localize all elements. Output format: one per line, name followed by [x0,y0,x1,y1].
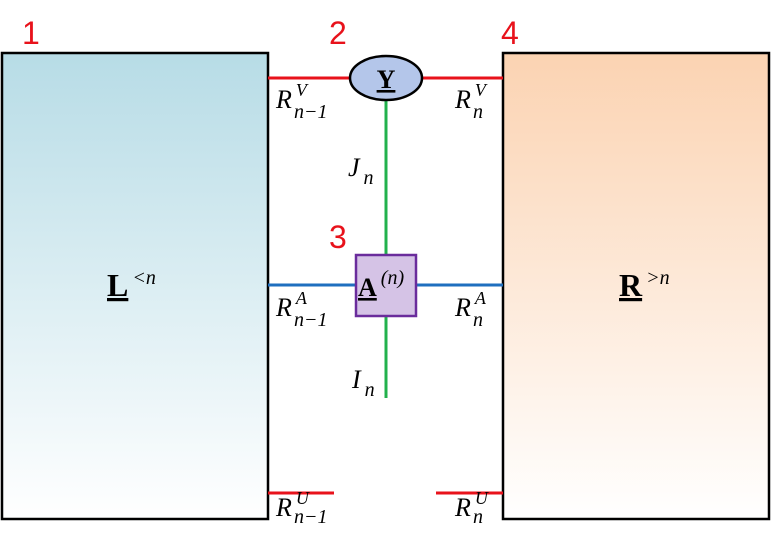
label-number-1: 1 [22,15,40,51]
label-rv-right: R V n [454,80,490,123]
label-ra-right-sub: n [473,309,483,331]
right-block-symbol: R [619,267,643,303]
label-rv-left: R V n−1 [275,80,328,123]
label-ru-left-base: R [275,493,292,522]
right-block-superscript: >n [646,267,670,289]
node-y [348,54,424,102]
node-y-label: Y [377,65,396,94]
label-j-sub: n [364,167,374,189]
label-ru-left: R U n−1 [275,488,328,528]
label-rv-left-sup: V [296,80,309,100]
label-number-3: 3 [329,219,347,255]
label-ru-right-sup: U [475,488,489,508]
label-ra-right: R A n [454,288,490,331]
label-ra-right-sup: A [474,288,487,308]
label-rv-right-sub: n [473,101,483,123]
left-block-label: L <n [107,267,156,303]
left-block-symbol: L [107,267,128,303]
node-a-symbol: A [358,273,377,302]
label-number-4: 4 [501,15,519,51]
label-ru-right: R U n [454,488,492,528]
node-a [354,253,418,318]
label-ra-left-base: R [275,293,292,322]
label-ru-left-sub: n−1 [294,506,328,528]
label-rv-right-base: R [454,85,471,114]
label-ru-right-sub: n [473,506,483,528]
label-i-base: I [351,365,362,394]
label-number-2: 2 [329,15,347,51]
label-rv-right-sup: V [475,80,488,100]
node-a-superscript: (n) [381,267,405,289]
node-a-label: A (n) [358,267,404,302]
left-block [0,51,270,521]
label-ra-left-sub: n−1 [294,309,328,331]
label-ru-left-sup: U [296,488,310,508]
label-rv-left-sub: n−1 [294,101,328,123]
left-block-superscript: <n [132,267,156,289]
label-ra-left: R A n−1 [275,288,328,331]
label-rv-left-base: R [275,85,292,114]
label-j: J n [348,153,374,189]
label-ru-right-base: R [454,493,471,522]
label-i: I n [351,365,375,401]
label-j-base: J [348,153,361,182]
label-ra-right-base: R [454,293,471,322]
right-block-label: R >n [619,267,670,303]
right-block [501,51,771,521]
label-i-sub: n [365,379,375,401]
label-ra-left-sup: A [295,288,308,308]
